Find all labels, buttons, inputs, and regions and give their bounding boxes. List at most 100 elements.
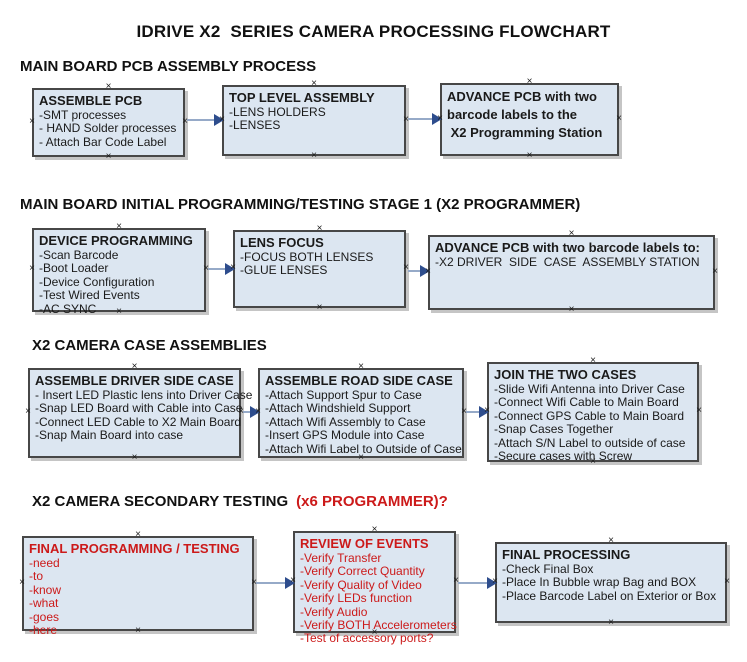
connection-handle-icon[interactable]: × [568, 228, 575, 239]
connection-handle-icon[interactable]: × [371, 627, 378, 638]
connection-handle-icon[interactable]: × [484, 405, 490, 416]
connector-arrow[interactable] [408, 265, 430, 277]
connection-handle-icon[interactable]: × [29, 263, 35, 274]
connection-handle-icon[interactable]: × [358, 361, 364, 372]
connection-handle-icon[interactable]: × [230, 262, 236, 273]
connection-handle-icon[interactable]: × [608, 535, 614, 546]
connection-handle-icon[interactable]: × [219, 113, 225, 125]
connection-handle-icon[interactable]: × [712, 265, 718, 277]
box-item: -know [29, 582, 62, 597]
box-item: -LENSES [229, 118, 281, 133]
box-item: -SMT processes [39, 108, 127, 122]
box-item: -Place In Bubble wrap Bag and BOX [502, 575, 697, 590]
connector-arrow[interactable] [458, 577, 497, 589]
flow-box-top-level-assembly[interactable]: × × × × TOP LEVEL ASSEMBLY -LENS HOLDERS… [219, 79, 409, 161]
flow-box-advance-pcb-programming-station[interactable]: × × × × ADVANCE PCB with two barcode lab… [437, 77, 622, 161]
flow-box-assemble-pcb[interactable]: × × × × ASSEMBLE PCB -SMT processes - HA… [29, 82, 188, 162]
flow-box-final-programming-testing[interactable]: × × × × FINAL PROGRAMMING / TESTING -nee… [19, 530, 257, 637]
connection-handle-icon[interactable]: × [105, 81, 112, 92]
box-item: -Place Barcode Label on Exterior or Box [502, 588, 717, 603]
connection-handle-icon[interactable]: × [371, 524, 378, 535]
connection-handle-icon[interactable]: × [696, 405, 702, 416]
connection-handle-icon[interactable]: × [526, 76, 533, 87]
connection-handle-icon[interactable]: × [19, 576, 25, 588]
connector-arrow[interactable] [208, 263, 235, 275]
box-item: -need [29, 556, 60, 570]
box-item: -Attach S/N Label to outside of case [494, 435, 686, 450]
box-item: -Insert GPS Module into Case [265, 428, 425, 443]
connection-handle-icon[interactable]: × [135, 529, 141, 540]
connection-handle-icon[interactable]: × [131, 361, 138, 372]
connection-handle-icon[interactable]: × [403, 262, 409, 273]
connection-handle-icon[interactable]: × [316, 302, 323, 313]
connection-handle-icon[interactable]: × [116, 221, 122, 232]
flow-box-assemble-driver-side-case[interactable]: × × × × ASSEMBLE DRIVER SIDE CASE - Inse… [25, 362, 252, 463]
box-item: -GLUE LENSES [240, 263, 328, 278]
flow-box-lens-focus[interactable]: × × × × LENS FOCUS -FOCUS BOTH LENSES -G… [230, 224, 409, 313]
connector-arrow[interactable] [466, 406, 489, 418]
connection-handle-icon[interactable]: × [526, 150, 533, 161]
connection-handle-icon[interactable]: × [316, 223, 323, 234]
box-title: ASSEMBLE PCB [39, 93, 143, 108]
box-item: -Boot Loader [39, 261, 109, 276]
connection-handle-icon[interactable]: × [616, 112, 622, 124]
section-heading-pcb-assembly: MAIN BOARD PCB ASSEMBLY PROCESS [20, 58, 317, 75]
connector-arrow[interactable] [243, 406, 260, 418]
box-item: -Secure cases with Screw [494, 449, 633, 464]
box-item: -Test Wired Events [39, 288, 140, 303]
connector-arrow[interactable] [187, 114, 224, 126]
flow-box-advance-pcb-driver-side-station[interactable]: × × × × ADVANCE PCB with two barcode lab… [425, 229, 718, 315]
connection-handle-icon[interactable]: × [425, 265, 431, 277]
flow-box-final-processing[interactable]: × × × × FINAL PROCESSING -Check Final Bo… [492, 536, 730, 628]
connection-handle-icon[interactable]: × [25, 406, 31, 417]
box-text-line: ADVANCE PCB with two [447, 89, 597, 104]
connection-handle-icon[interactable]: × [238, 406, 244, 417]
flow-box-assemble-road-side-case[interactable]: × × × × ASSEMBLE ROAD SIDE CASE -Attach … [255, 362, 467, 463]
connection-handle-icon[interactable]: × [203, 263, 209, 274]
flow-box-review-of-events[interactable]: × × × × REVIEW OF EVENTS -Verify Transfe… [290, 525, 459, 646]
box-item: -AC SYNC [39, 301, 97, 316]
connection-handle-icon[interactable]: × [358, 452, 364, 463]
connection-handle-icon[interactable]: × [311, 150, 317, 161]
box-item: -what [29, 596, 59, 611]
flow-box-device-programming[interactable]: × × × × DEVICE PROGRAMMING -Scan Barcode… [29, 222, 209, 317]
box-item: -Check Final Box [502, 562, 594, 576]
connection-handle-icon[interactable]: × [453, 575, 459, 586]
box-text-line: X2 Programming Station [447, 125, 603, 140]
connection-handle-icon[interactable]: × [492, 575, 498, 587]
page-title: IDRIVE X2 SERIES CAMERA PROCESSING FLOWC… [136, 22, 611, 41]
connection-handle-icon[interactable]: × [608, 617, 614, 628]
box-item: -to [29, 569, 44, 584]
connector-arrow[interactable] [256, 577, 295, 589]
connection-handle-icon[interactable]: × [590, 456, 596, 467]
connection-handle-icon[interactable]: × [724, 575, 730, 587]
connection-handle-icon[interactable]: × [568, 304, 575, 315]
flow-box-join-the-two-cases[interactable]: × × × × JOIN THE TWO CASES -Slide Wifi A… [484, 356, 702, 467]
section-heading-secondary-testing-black: X2 CAMERA SECONDARY TESTING [32, 493, 289, 510]
box-title: LENS FOCUS [240, 235, 324, 250]
connection-handle-icon[interactable]: × [290, 575, 296, 586]
connection-handle-icon[interactable]: × [135, 625, 141, 636]
box-item: -Verify Audio [300, 604, 368, 619]
box-title: ASSEMBLE ROAD SIDE CASE [265, 373, 453, 388]
connection-handle-icon[interactable]: × [116, 306, 122, 317]
box-item: -Scan Barcode [39, 248, 119, 262]
connection-handle-icon[interactable]: × [437, 112, 443, 124]
connection-handle-icon[interactable]: × [182, 115, 188, 127]
box-item: -Verify Quality of Video [300, 577, 422, 592]
connection-handle-icon[interactable]: × [461, 406, 467, 417]
connection-handle-icon[interactable]: × [311, 78, 317, 89]
connection-handle-icon[interactable]: × [255, 406, 261, 417]
connection-handle-icon[interactable]: × [29, 115, 35, 127]
box-title: ASSEMBLE DRIVER SIDE CASE [35, 373, 234, 388]
box-item: -Snap LED Board with Cable into Case [35, 401, 243, 416]
connection-handle-icon[interactable]: × [403, 113, 409, 125]
connection-handle-icon[interactable]: × [251, 576, 257, 588]
connection-handle-icon[interactable]: × [131, 452, 138, 463]
box-item: -Attach Support Spur to Case [265, 388, 422, 402]
connection-handle-icon[interactable]: × [105, 151, 112, 162]
connector-arrow[interactable] [408, 113, 442, 125]
connection-handle-icon[interactable]: × [590, 355, 596, 366]
box-item: -Verify LEDs function [300, 591, 413, 606]
